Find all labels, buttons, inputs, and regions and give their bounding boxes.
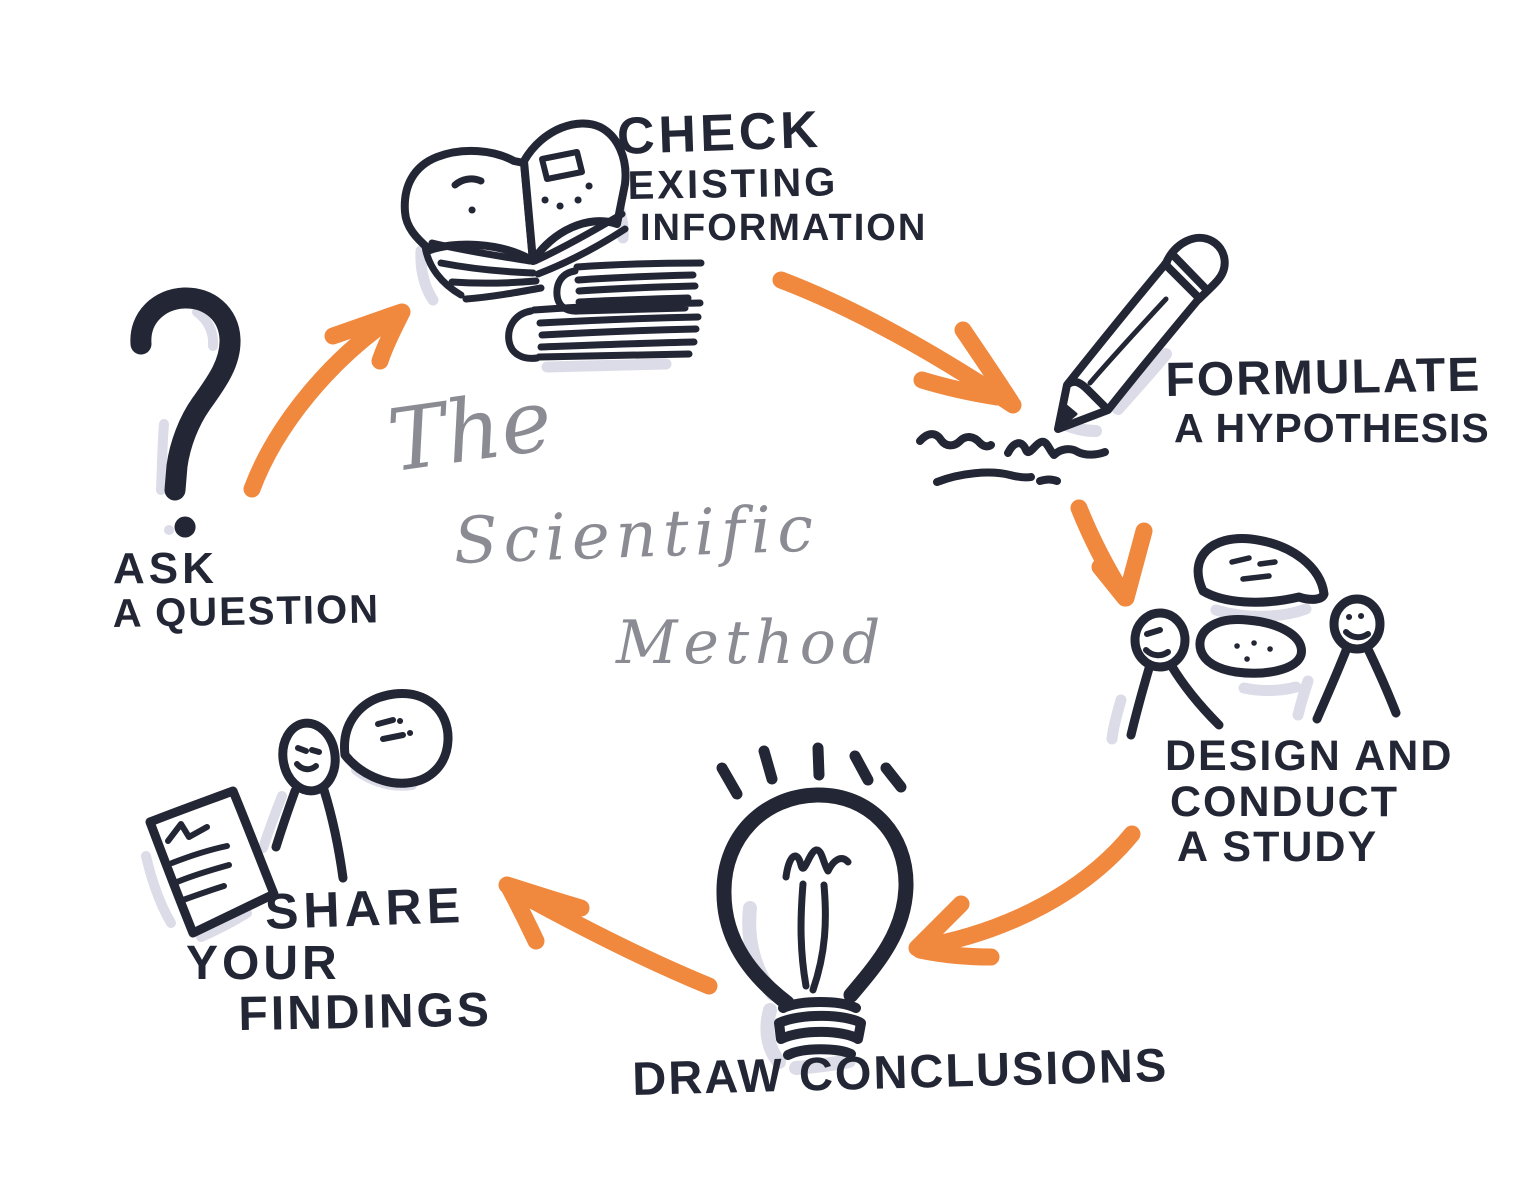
question-mark-icon <box>130 287 241 538</box>
step-design-line3: A STUDY <box>1177 823 1379 872</box>
share-shadow <box>141 765 417 942</box>
speech-bubble-upper <box>1193 534 1329 607</box>
pencil-writing-squiggles <box>916 430 1109 486</box>
arrow-check-to-formulate <box>772 271 1022 414</box>
title-scientific: Scientific <box>452 492 821 579</box>
arrow-ask-to-check <box>243 303 411 498</box>
share-details <box>165 717 414 903</box>
lightbulb-glass <box>716 787 914 1011</box>
lightbulb-rays <box>716 742 907 800</box>
presenter-legs <box>271 785 348 883</box>
step-draw-line1: DRAW CONCLUSIONS <box>631 1037 1169 1105</box>
pencil-inner-line <box>1087 296 1169 386</box>
people-discussion-icon <box>1106 534 1401 745</box>
step-check-label: CHECK EXISTING INFORMATION <box>616 101 928 249</box>
step-ask-line2: A QUESTION <box>112 586 381 636</box>
question-mark-stroke <box>130 287 241 538</box>
speech-bubble-lower <box>1195 615 1306 678</box>
arrow-draw-to-share <box>498 876 718 995</box>
step-share-line1: SHARE <box>264 877 466 940</box>
step-design-line1: DESIGN AND <box>1165 732 1454 780</box>
lightbulb-base-coils <box>774 997 866 1060</box>
step-check-line2: EXISTING <box>627 160 839 209</box>
step-share-line2: YOUR <box>186 937 341 990</box>
step-formulate-line1: FORMULATE <box>1165 348 1482 407</box>
step-draw-label: DRAW CONCLUSIONS <box>632 1038 1169 1105</box>
person-presenting-icon <box>141 689 453 942</box>
step-formulate-label: FORMULATE A HYPOTHESIS <box>1165 348 1490 451</box>
presenter-head <box>278 718 340 796</box>
step-share-line3: FINDINGS <box>238 983 493 1041</box>
book-stack <box>505 259 705 362</box>
step-formulate-line2: A HYPOTHESIS <box>1174 404 1490 451</box>
books-icon <box>400 119 705 373</box>
title-method: Method <box>616 608 887 678</box>
step-check-line1: CHECK <box>616 100 823 166</box>
pencil-nib <box>1056 402 1078 431</box>
right-person-head <box>1329 594 1385 654</box>
people-legs <box>1126 642 1401 740</box>
arrow-design-to-draw <box>908 825 1141 966</box>
question-mark-shadow <box>156 307 219 535</box>
lightbulb-icon <box>716 742 914 1075</box>
step-check-line3: INFORMATION <box>640 206 928 249</box>
open-book-figure-box <box>539 149 585 182</box>
people-faces <box>1143 613 1371 659</box>
arrow-formulate-to-design <box>1070 499 1153 607</box>
step-ask-label: ASK A QUESTION <box>112 544 381 636</box>
lightbulb-filament <box>782 846 852 994</box>
step-design-label: DESIGN AND CONDUCT A STUDY <box>1165 732 1454 872</box>
step-share-label: SHARE YOUR FINDINGS <box>186 877 493 1041</box>
step-design-line2: CONDUCT <box>1170 777 1399 826</box>
speech-bubble-marks <box>1229 555 1278 662</box>
left-person-head <box>1130 608 1190 672</box>
open-book-details <box>421 175 629 303</box>
people-shadow <box>1106 603 1314 745</box>
pencil-icon <box>916 233 1229 486</box>
step-ask-line1: ASK <box>113 544 218 593</box>
